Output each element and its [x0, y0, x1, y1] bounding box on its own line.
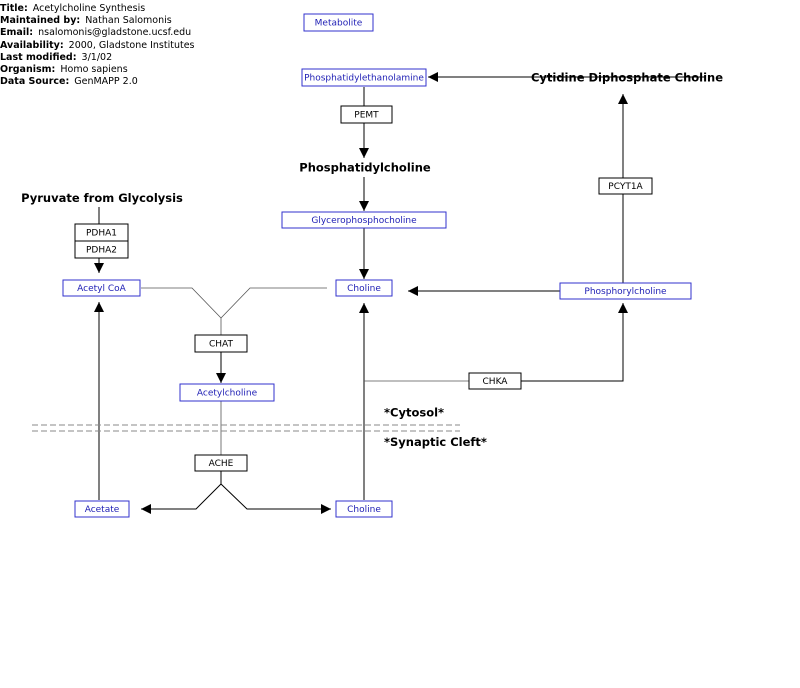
svg-text:Acetate: Acetate — [85, 505, 120, 515]
edge-acetylcoa-to-chat — [141, 287, 222, 319]
info-title: Title:Acetylcholine Synthesis — [0, 3, 146, 14]
legend-metabolite[interactable]: Metabolite — [303, 13, 374, 32]
gene-pcyt1a[interactable]: PCYT1A — [598, 177, 653, 195]
membrane-boundary — [32, 424, 460, 432]
svg-text:PCYT1A: PCYT1A — [608, 182, 643, 192]
svg-text:ACHE: ACHE — [209, 459, 234, 469]
svg-text:Metabolite: Metabolite — [315, 19, 363, 29]
metabolite-acetyl-coa[interactable]: Acetyl CoA — [62, 279, 141, 297]
svg-text:Acetyl CoA: Acetyl CoA — [77, 284, 126, 294]
gene-ache[interactable]: ACHE — [194, 454, 248, 472]
label-phosphatidylcholine: Phosphatidylcholine — [299, 161, 431, 175]
metabolite-phosphorylcholine[interactable]: Phosphorylcholine — [559, 282, 692, 300]
metabolite-acetylcholine[interactable]: Acetylcholine — [179, 383, 275, 402]
pathway-edges — [94, 72, 706, 514]
label-pyruvate-from-glycolysis: Pyruvate from Glycolysis — [21, 191, 183, 205]
metabolite-phosphatidylethanolamine[interactable]: Phosphatidylethanolamine — [301, 68, 427, 87]
svg-text:CHKA: CHKA — [483, 377, 509, 387]
svg-text:CHAT: CHAT — [209, 340, 234, 350]
svg-text:PDHA2: PDHA2 — [86, 246, 117, 256]
gene-pdha2[interactable]: PDHA2 — [74, 240, 129, 259]
gene-pemt[interactable]: PEMT — [340, 105, 393, 124]
metabolite-choline-synaptic[interactable]: Choline — [335, 500, 393, 518]
svg-text:PDHA1: PDHA1 — [86, 229, 117, 239]
label-synaptic-cleft: *Synaptic Cleft* — [384, 435, 487, 449]
info-availability: Availability:2000, Gladstone Institutes — [0, 39, 195, 51]
metabolite-choline-cytosol[interactable]: Choline — [335, 279, 393, 297]
metabolite-acetate[interactable]: Acetate — [74, 500, 130, 518]
metabolite-glycerophosphocholine[interactable]: Glycerophosphocholine — [281, 211, 447, 229]
svg-text:Phosphatidylethanolamine: Phosphatidylethanolamine — [304, 74, 424, 84]
info-data-source: Data Source:GenMAPP 2.0 — [0, 76, 138, 88]
edge-chka-to-phosphorylcholine — [521, 303, 628, 382]
info-maintainer: Maintained by:Nathan Salomonis — [0, 15, 172, 27]
edge-ache-to-choline — [220, 483, 331, 514]
info-organism: Organism:Homo sapiens — [0, 64, 128, 76]
pathway-info: Title:Acetylcholine Synthesis Maintained… — [0, 3, 195, 88]
svg-text:Choline: Choline — [347, 284, 381, 294]
edge-ache-to-acetate — [141, 483, 222, 514]
svg-text:Phosphorylcholine: Phosphorylcholine — [584, 287, 667, 297]
edge-choline-to-chat — [220, 287, 327, 319]
gene-chat[interactable]: CHAT — [194, 334, 248, 353]
label-cytidine-diphosphate-choline: Cytidine Diphosphate Choline — [531, 71, 723, 85]
gene-chka[interactable]: CHKA — [468, 372, 522, 390]
svg-text:Choline: Choline — [347, 505, 381, 515]
info-email: Email:nsalomonis@gladstone.ucsf.edu — [0, 27, 192, 39]
label-cytosol: *Cytosol* — [384, 406, 444, 420]
svg-text:Glycerophosphocholine: Glycerophosphocholine — [311, 216, 417, 226]
gene-pdha1[interactable]: PDHA1 — [74, 223, 129, 242]
svg-text:PEMT: PEMT — [354, 111, 379, 121]
info-last-modified: Last modified:3/1/02 — [0, 51, 113, 63]
svg-text:Acetylcholine: Acetylcholine — [197, 389, 258, 399]
